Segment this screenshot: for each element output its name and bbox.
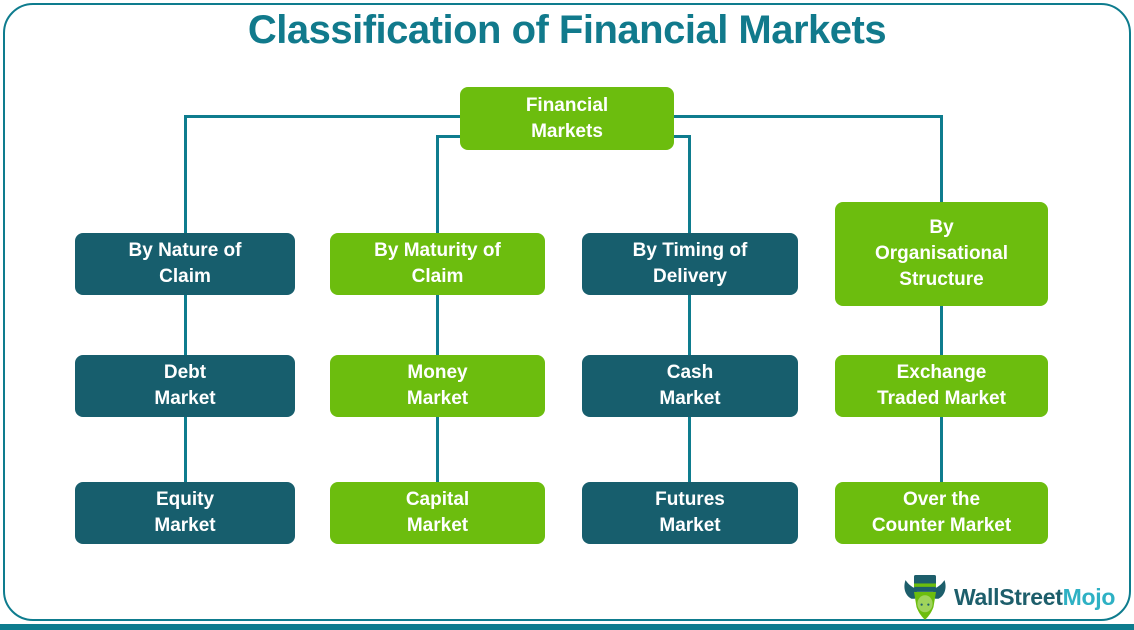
node-by-maturity-of-claim: By Maturity of Claim bbox=[330, 233, 545, 295]
node-over-the-counter-market: Over the Counter Market bbox=[835, 482, 1048, 544]
node-by-timing-of-delivery: By Timing of Delivery bbox=[582, 233, 798, 295]
brand-name: WallStreetMojo bbox=[954, 584, 1115, 611]
node-capital-market: Capital Market bbox=[330, 482, 545, 544]
node-cash-market: Cash Market bbox=[582, 355, 798, 417]
brand-name-secondary: Mojo bbox=[1062, 583, 1116, 610]
node-debt-market: Debt Market bbox=[75, 355, 295, 417]
connector-vertical-col3 bbox=[688, 135, 691, 482]
connector-vertical-col2 bbox=[436, 135, 439, 482]
node-futures-market: Futures Market bbox=[582, 482, 798, 544]
node-money-market: Money Market bbox=[330, 355, 545, 417]
wallstreetmojo-logo: WallStreetMojo bbox=[903, 572, 1115, 622]
node-financial-markets: Financial Markets bbox=[460, 87, 674, 150]
node-exchange-traded-market: Exchange Traded Market bbox=[835, 355, 1048, 417]
node-equity-market: Equity Market bbox=[75, 482, 295, 544]
bottom-accent-bar bbox=[0, 624, 1134, 630]
page-title: Classification of Financial Markets bbox=[247, 8, 887, 52]
brand-name-primary: WallStreet bbox=[954, 583, 1063, 610]
bull-mascot-icon bbox=[903, 572, 947, 622]
connector-vertical-col1 bbox=[184, 115, 187, 482]
node-by-organisational-structure: By Organisational Structure bbox=[835, 202, 1048, 306]
node-by-nature-of-claim: By Nature of Claim bbox=[75, 233, 295, 295]
